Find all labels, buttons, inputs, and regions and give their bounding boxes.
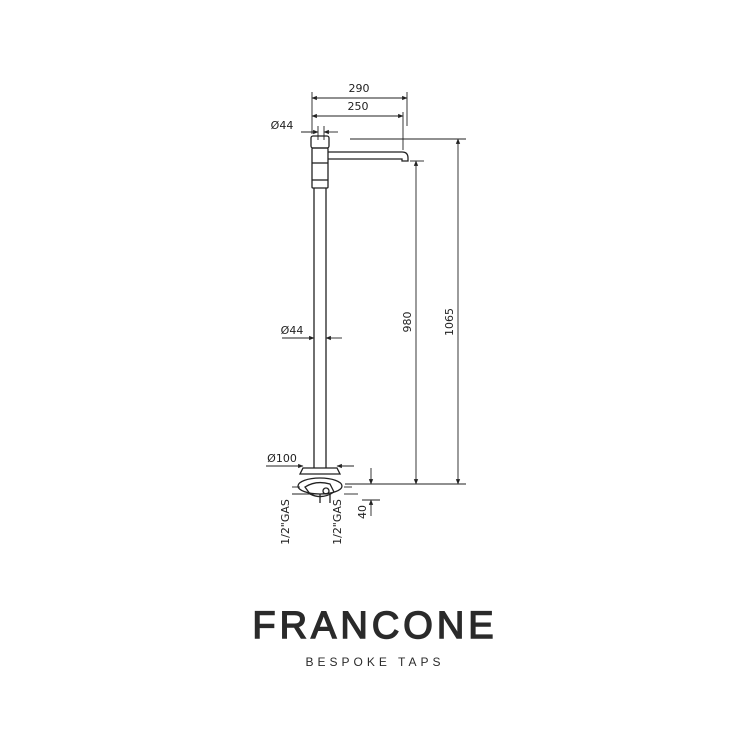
dim-label-diameter-top: Ø44 (271, 119, 294, 132)
dim-label-250: 250 (348, 100, 369, 113)
base-flange (298, 467, 342, 475)
dim-label-40: 40 (356, 505, 369, 519)
dim-label-290: 290 (349, 82, 370, 95)
lever-handle (310, 135, 330, 149)
mixer-body (311, 147, 329, 189)
dimension-lines (266, 92, 466, 516)
brand-tagline: BESPOKE TAPS (306, 655, 445, 669)
dim-label-diameter-base: Ø100 (267, 452, 297, 465)
dim-label-diameter-pipe: Ø44 (281, 324, 304, 337)
connection-label-right: 1/2"GAS (331, 499, 344, 545)
floor-connection (297, 477, 343, 495)
spout (328, 151, 409, 162)
brand-name: FRANCONE (252, 605, 497, 647)
connection-label-left: 1/2"GAS (279, 499, 292, 545)
dim-label-1065: 1065 (443, 308, 456, 336)
dim-label-980: 980 (401, 312, 414, 333)
tap-outline (297, 135, 409, 503)
